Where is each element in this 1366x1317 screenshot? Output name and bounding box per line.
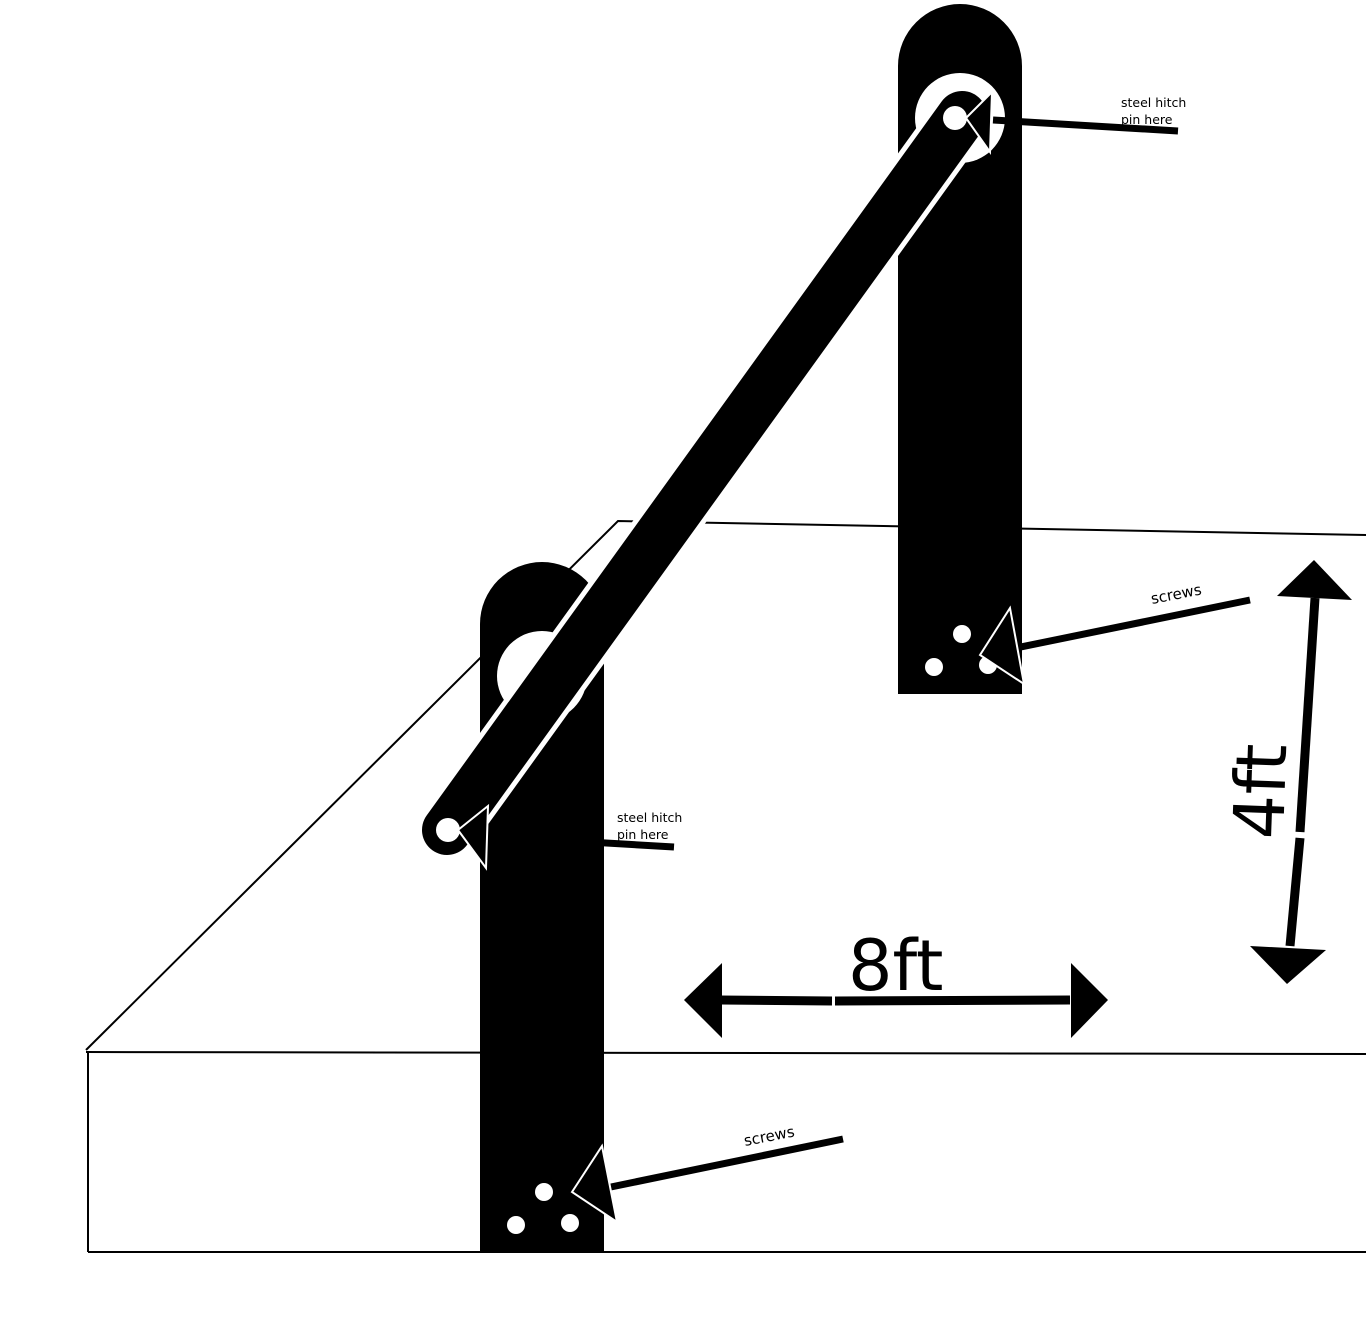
box-front-top-edge xyxy=(85,1051,1366,1055)
rear-post-screw-hole xyxy=(925,658,943,676)
callout-arrow-line xyxy=(605,1135,844,1192)
callout-arrow-line xyxy=(1015,596,1251,652)
callout-arrow-line xyxy=(992,116,1179,135)
width-arrowhead-left xyxy=(684,963,722,1038)
screws-label-top: screws xyxy=(1149,580,1203,607)
callout-arrowhead xyxy=(978,605,1026,687)
callout-arrowhead xyxy=(570,1143,619,1225)
diagonal-brace xyxy=(417,86,992,860)
height-arrowhead-bottom xyxy=(1250,946,1326,984)
brace-top-pin xyxy=(943,106,967,130)
height-dimension-label: 4ft xyxy=(1218,742,1303,840)
callout-bottom-screws: screws xyxy=(570,1122,844,1225)
callout-arrowhead xyxy=(456,803,490,871)
height-arrowhead-top xyxy=(1277,560,1352,600)
height-dimension-line-lower xyxy=(1285,837,1305,947)
callout-bottom-pin: steel hitch pin here xyxy=(456,803,682,871)
pin-label-top-line1: steel hitch xyxy=(1121,95,1186,110)
callout-arrow-line xyxy=(485,832,675,851)
width-dimension-line-right xyxy=(834,995,1071,1006)
pin-label-bottom-line1: steel hitch xyxy=(617,810,682,825)
brace-bar xyxy=(422,91,987,855)
screws-label-bottom: screws xyxy=(742,1122,796,1149)
front-post-screw-hole xyxy=(507,1216,525,1234)
callout-arrowhead xyxy=(964,89,994,156)
callout-top-pin: steel hitch pin here xyxy=(964,89,1186,156)
height-dimension-line-upper xyxy=(1295,597,1320,833)
height-dimension: 4ft xyxy=(1218,560,1352,984)
front-post-screw-hole xyxy=(561,1214,579,1232)
width-dimension: 8ft xyxy=(684,925,1108,1038)
front-post-screw-hole xyxy=(535,1183,553,1201)
pin-label-top-line2: pin here xyxy=(1121,112,1173,127)
rear-post-screw-hole xyxy=(953,625,971,643)
width-dimension-label: 8ft xyxy=(848,925,943,1007)
width-dimension-line-left xyxy=(719,995,833,1006)
box-outline xyxy=(85,519,1366,1253)
brace-bottom-pin xyxy=(436,818,460,842)
width-arrowhead-right xyxy=(1071,963,1108,1038)
box-top-face xyxy=(85,519,1366,1051)
pin-label-bottom-line2: pin here xyxy=(617,827,669,842)
